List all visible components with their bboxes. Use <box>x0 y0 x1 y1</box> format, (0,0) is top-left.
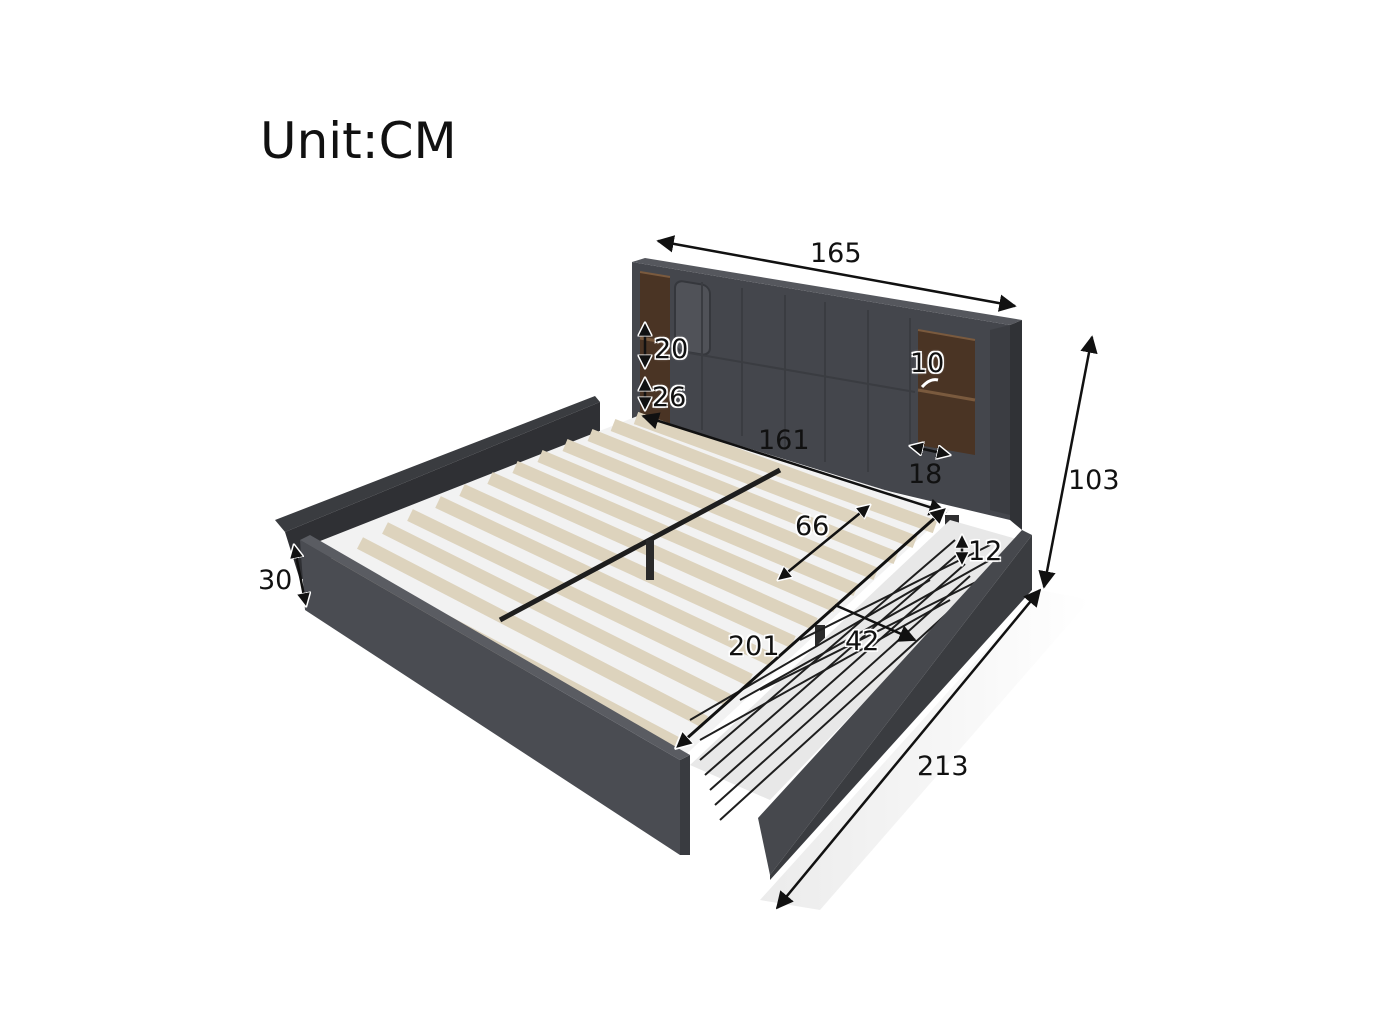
arrow-18 <box>910 446 950 455</box>
dim-drawer-depth: 42 <box>845 626 880 657</box>
arrow-10 <box>920 378 939 389</box>
dim-inner-length: 201 <box>728 631 780 662</box>
right-side-rail <box>300 535 690 855</box>
arrow-161 <box>641 412 947 516</box>
dim-headboard-width: 165 <box>810 238 862 269</box>
dim-shelf-bottom-gap: 26 <box>652 382 687 413</box>
arrow-66 <box>778 505 870 580</box>
unit-title: Unit:CM <box>260 112 457 170</box>
dim-shelf-depth: 10 <box>910 348 945 379</box>
dim-side-rail-height: 30 <box>258 565 293 596</box>
dim-inner-width: 161 <box>758 425 810 456</box>
dim-ground-clearance: 12 <box>968 536 1003 567</box>
dimension-arrows <box>294 235 1098 910</box>
dim-shelf-width: 18 <box>908 459 943 490</box>
arrow-165 <box>656 235 1017 312</box>
arrow-201 <box>676 508 946 748</box>
dim-shelf-height: 20 <box>654 334 689 365</box>
arrow-30 <box>294 545 306 606</box>
dim-total-height: 103 <box>1068 465 1120 496</box>
arrow-103 <box>1038 335 1098 589</box>
arrow-42 <box>834 603 917 642</box>
dim-total-length: 213 <box>917 751 969 782</box>
dim-drawer-width: 66 <box>795 511 830 542</box>
